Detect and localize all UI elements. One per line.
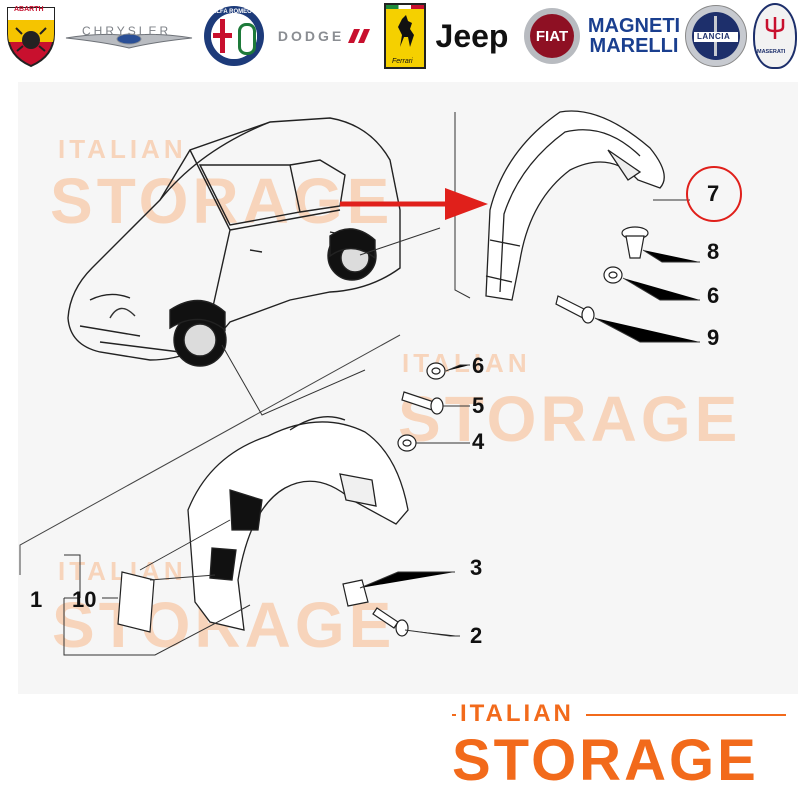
panel-part-10 <box>117 571 155 633</box>
screw-part-2 <box>372 607 409 637</box>
alfa-romeo-badge-icon: ALFA ROMEO <box>204 6 264 66</box>
alfa-romeo-label: ALFA ROMEO <box>212 9 252 15</box>
fiat-logo: FIAT <box>522 0 582 72</box>
watermark-storage-top: STORAGE <box>50 165 394 237</box>
prancing-horse-icon <box>398 15 414 47</box>
maserati-logo: MASERATI <box>752 0 798 72</box>
front-wheel-arch-liner <box>187 416 409 631</box>
watermark-italian-bottom: ITALIAN <box>58 556 187 586</box>
lancia-logo: LANCIA <box>684 0 748 72</box>
callout-10: 10 <box>72 587 97 612</box>
exploded-view-drawing <box>19 110 742 656</box>
lancia-badge-icon: LANCIA <box>685 5 747 67</box>
italian-storage-logo: ITALIAN STORAGE <box>452 700 792 796</box>
ferrari-label: Ferrari <box>392 58 413 65</box>
magneti-marelli-logo: MAGNETI MARELLI <box>588 0 680 72</box>
footer-rule <box>586 714 786 716</box>
callout-3: 3 <box>470 555 483 580</box>
chrysler-logo: CHRYSLER <box>64 0 194 72</box>
abarth-shield-icon <box>7 7 55 68</box>
chrysler-label: CHRYSLER <box>82 24 172 38</box>
car-illustration <box>67 117 401 367</box>
marelli-label: MARELLI <box>589 35 679 57</box>
chrysler-wings-icon <box>65 33 193 49</box>
bolt-part-9 <box>555 295 595 324</box>
nut-part-4 <box>397 434 417 452</box>
alfa-romeo-logo: ALFA ROMEO <box>201 0 267 72</box>
jeep-label: Jeep <box>435 17 509 54</box>
watermark-italian-top: ITALIAN <box>58 134 187 164</box>
callout-6-top: 6 <box>707 283 720 308</box>
brand-logo-bar: ABARTH CHRYSLER ALFA ROMEO DODGE <box>0 0 800 72</box>
watermark-italian-mid: ITALIAN <box>402 348 531 378</box>
rear-wheel-arch-liner <box>485 110 665 301</box>
magneti-label: MAGNETI <box>587 15 681 37</box>
maserati-label: MASERATI <box>757 49 786 55</box>
ferrari-shield-icon: Ferrari <box>384 3 426 69</box>
callout-4: 4 <box>472 429 485 454</box>
dodge-stripes-icon <box>348 29 371 43</box>
lancia-label: LANCIA <box>697 32 731 41</box>
footer-italian-text: ITALIAN <box>460 700 574 727</box>
ferrari-logo: Ferrari <box>384 0 426 72</box>
dodge-logo: DODGE <box>270 0 380 72</box>
abarth-label: ABARTH <box>14 6 44 13</box>
fiat-badge-icon: FIAT <box>524 8 580 64</box>
dodge-label: DODGE <box>277 28 345 44</box>
bolt-part-5 <box>401 391 444 415</box>
nut-part-6-top <box>603 266 623 284</box>
callout-5: 5 <box>472 393 485 418</box>
fiat-label: FIAT <box>535 27 569 45</box>
trident-icon <box>765 17 785 39</box>
clip-part-8 <box>621 226 649 259</box>
callout-6-mid: 6 <box>472 353 485 378</box>
clip-part-3 <box>342 579 369 607</box>
callout-2: 2 <box>470 623 483 648</box>
callout-8: 8 <box>707 239 720 264</box>
maserati-badge-icon: MASERATI <box>753 3 797 69</box>
nut-part-6-mid <box>426 362 446 380</box>
callout-7: 7 <box>707 181 720 206</box>
footer-storage-text: STORAGE <box>452 728 759 793</box>
callout-1: 1 <box>30 587 43 612</box>
jeep-logo: Jeep <box>428 0 516 72</box>
parts-diagram: ITALIAN STORAGE ITALIAN STORAGE ITALIAN … <box>18 82 798 694</box>
abarth-logo: ABARTH <box>2 0 60 72</box>
callout-9: 9 <box>707 325 720 350</box>
